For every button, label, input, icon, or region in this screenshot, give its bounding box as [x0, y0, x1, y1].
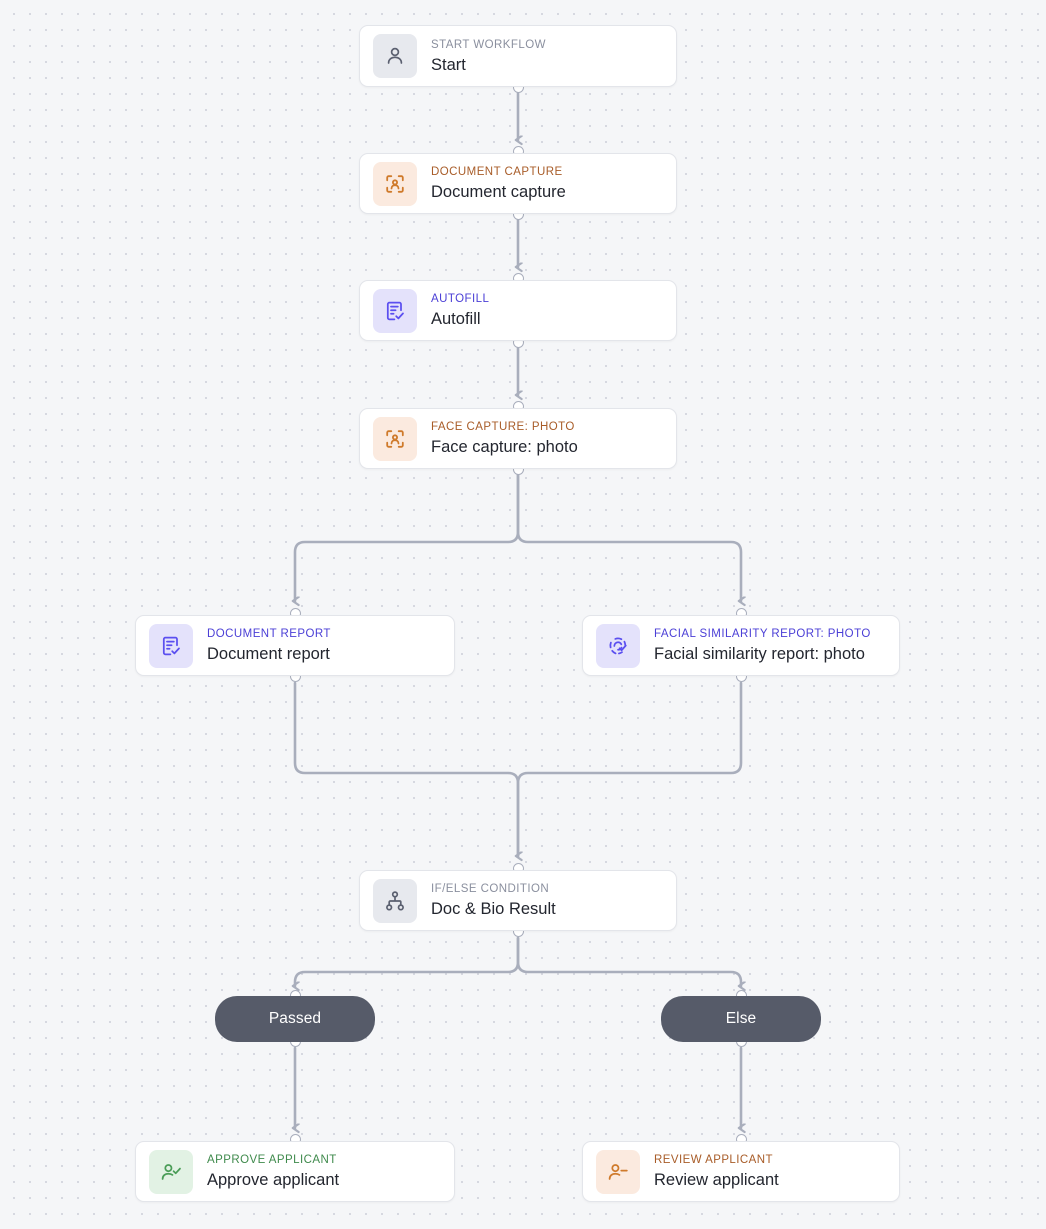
node-document-capture[interactable]: DOCUMENT CAPTURE Document capture [359, 153, 677, 214]
edge-if-else-to-passed [295, 936, 520, 986]
node-autofill[interactable]: AUTOFILL Autofill [359, 280, 677, 341]
node-title: Start [431, 55, 466, 74]
node-start[interactable]: START WORKFLOW Start [359, 25, 677, 87]
node-title: Review applicant [654, 1171, 779, 1189]
node-face-capture-photo[interactable]: FACE CAPTURE: PHOTO Face capture: photo [359, 408, 677, 469]
document-check-icon [149, 623, 193, 668]
node-kicker: START WORKFLOW [431, 38, 546, 51]
person-minus-icon [596, 1149, 640, 1194]
document-scan-face-icon [373, 161, 417, 206]
branch-pill-else[interactable]: Else [661, 996, 821, 1042]
edge-document-report-to-if-else [293, 681, 518, 856]
edge-if-else-to-else [516, 936, 741, 986]
node-title: Document capture [431, 183, 566, 201]
person-check-icon [149, 1149, 193, 1194]
node-kicker: DOCUMENT CAPTURE [431, 166, 563, 178]
node-title: Document report [207, 645, 330, 663]
node-kicker: IF/ELSE CONDITION [431, 883, 550, 895]
face-scan-icon [373, 416, 417, 461]
node-kicker: AUTOFILL [431, 293, 490, 305]
node-kicker: APPROVE APPLICANT [207, 1154, 337, 1166]
branch-pill-label: Else [725, 1010, 757, 1027]
node-title: Approve applicant [207, 1171, 340, 1189]
node-facial-similarity-report-photo[interactable]: FACIAL SIMILARITY REPORT: PHOTO Facial s… [582, 615, 900, 676]
edge-facial-similarity-report-to-if-else [516, 681, 743, 858]
node-title: Face capture: photo [431, 438, 578, 456]
branch-hierarchy-icon [373, 878, 417, 923]
node-approve-applicant[interactable]: APPROVE APPLICANT Approve applicant [135, 1141, 455, 1202]
edge-face-capture-to-facial-similarity-report [516, 473, 741, 601]
facial-similarity-icon [596, 623, 640, 668]
node-title: Doc & Bio Result [431, 900, 556, 918]
node-kicker: DOCUMENT REPORT [207, 628, 331, 640]
person-icon [373, 34, 417, 78]
node-title: Autofill [431, 310, 481, 328]
branch-pill-passed[interactable]: Passed [215, 996, 375, 1042]
node-kicker: FACIAL SIMILARITY REPORT: PHOTO [654, 628, 871, 640]
branch-pill-label: Passed [268, 1010, 322, 1027]
document-check-icon [373, 288, 417, 333]
node-kicker: REVIEW APPLICANT [654, 1154, 774, 1166]
node-title: Facial similarity report: photo [654, 645, 865, 663]
node-review-applicant[interactable]: REVIEW APPLICANT Review applicant [582, 1141, 900, 1202]
node-kicker: FACE CAPTURE: PHOTO [431, 421, 575, 433]
node-document-report[interactable]: DOCUMENT REPORT Document report [135, 615, 455, 676]
edge-face-capture-to-document-report [295, 473, 520, 601]
node-if-else-condition[interactable]: IF/ELSE CONDITION Doc & Bio Result [359, 870, 677, 931]
